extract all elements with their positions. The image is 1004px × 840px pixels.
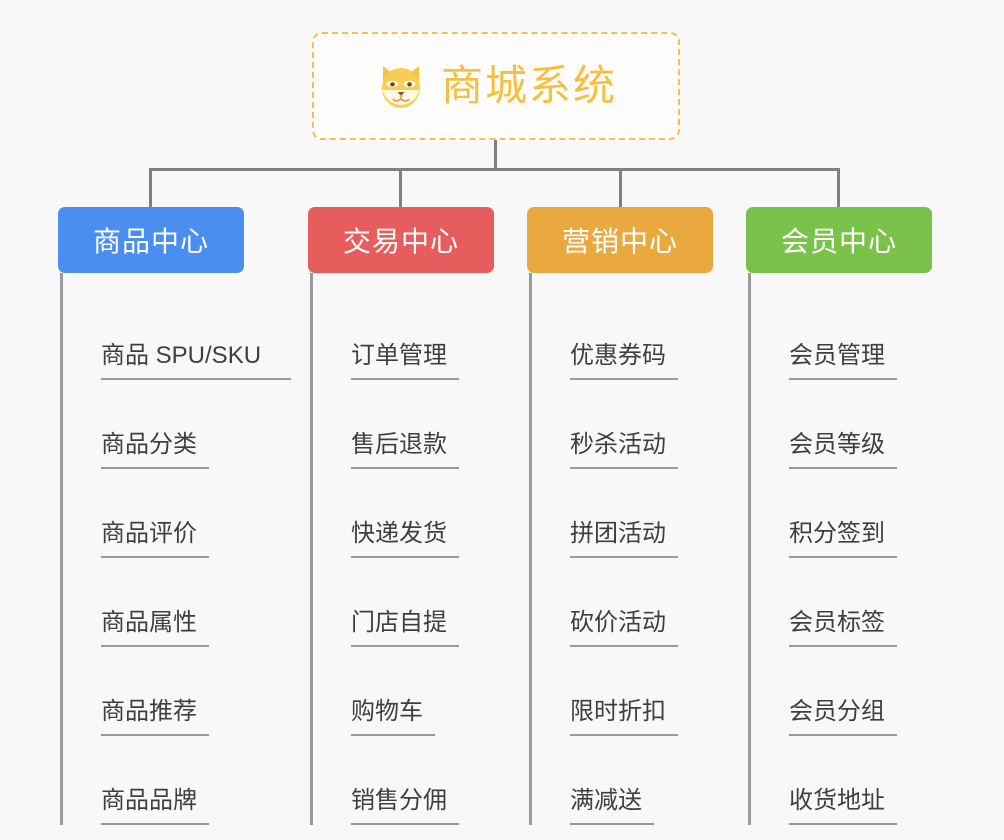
list-item[interactable]: 商品品牌 — [61, 736, 244, 825]
leaf-label: 商品属性 — [101, 609, 209, 647]
leaf-label: 收货地址 — [789, 787, 897, 825]
list-item[interactable]: 限时折扣 — [530, 647, 713, 736]
leaf-label: 快递发货 — [351, 520, 459, 558]
connector-horizontal-bus — [149, 168, 839, 171]
list-item[interactable]: 会员管理 — [749, 291, 932, 380]
list-item[interactable]: 满减送 — [530, 736, 713, 825]
list-item[interactable]: 销售分佣 — [311, 736, 494, 825]
connector-drop-product-center — [149, 168, 152, 207]
leaf-label: 商品品牌 — [101, 787, 209, 825]
connector-drop-trade-center — [399, 168, 402, 207]
branch-member-center: 会员中心 会员管理 会员等级 积分签到 会员标签 会员分组 收货地址 — [746, 207, 932, 825]
leaf-label: 门店自提 — [351, 609, 459, 647]
leaf-label: 优惠券码 — [570, 342, 678, 380]
leaf-label: 商品 SPU/SKU — [101, 342, 292, 380]
leaf-label: 秒杀活动 — [570, 431, 678, 469]
leaf-label: 购物车 — [351, 698, 435, 736]
list-item[interactable]: 会员标签 — [749, 558, 932, 647]
branch-marketing-center: 营销中心 优惠券码 秒杀活动 拼团活动 砍价活动 限时折扣 满减送 — [527, 207, 713, 825]
root-node[interactable]: 商城系统 — [312, 32, 680, 140]
root-title: 商城系统 — [440, 62, 617, 109]
list-item[interactable]: 商品推荐 — [61, 647, 244, 736]
list-item[interactable]: 门店自提 — [311, 558, 494, 647]
list-item[interactable]: 秒杀活动 — [530, 380, 713, 469]
list-item[interactable]: 快递发货 — [311, 469, 494, 558]
leaf-label: 会员管理 — [789, 342, 897, 380]
list-item[interactable]: 积分签到 — [749, 469, 932, 558]
list-item[interactable]: 售后退款 — [311, 380, 494, 469]
list-item[interactable]: 订单管理 — [311, 291, 494, 380]
leaf-label: 售后退款 — [351, 431, 459, 469]
leaf-list-trade-center: 订单管理 售后退款 快递发货 门店自提 购物车 销售分佣 — [308, 273, 494, 825]
branch-product-center: 商品中心 商品 SPU/SKU 商品分类 商品评价 商品属性 商品推荐 商品品牌 — [58, 207, 292, 825]
branch-header-member-center[interactable]: 会员中心 — [746, 207, 932, 273]
shiba-dog-face-icon — [375, 60, 427, 112]
leaf-list-marketing-center: 优惠券码 秒杀活动 拼团活动 砍价活动 限时折扣 满减送 — [527, 273, 713, 825]
list-item[interactable]: 收货地址 — [749, 736, 932, 825]
leaf-list-member-center: 会员管理 会员等级 积分签到 会员标签 会员分组 收货地址 — [746, 273, 932, 825]
list-item[interactable]: 会员等级 — [749, 380, 932, 469]
list-item[interactable]: 优惠券码 — [530, 291, 713, 380]
branch-header-trade-center[interactable]: 交易中心 — [308, 207, 494, 273]
leaf-spine — [748, 273, 751, 825]
list-item[interactable]: 拼团活动 — [530, 469, 713, 558]
branch-header-product-center[interactable]: 商品中心 — [58, 207, 244, 273]
list-item[interactable]: 商品 SPU/SKU — [61, 291, 292, 380]
leaf-spine — [310, 273, 313, 825]
list-item[interactable]: 商品属性 — [61, 558, 244, 647]
leaf-spine — [60, 273, 63, 825]
leaf-label: 销售分佣 — [351, 787, 459, 825]
list-item[interactable]: 购物车 — [311, 647, 494, 736]
list-item[interactable]: 砍价活动 — [530, 558, 713, 647]
leaf-label: 会员分组 — [789, 698, 897, 736]
list-item[interactable]: 商品分类 — [61, 380, 244, 469]
branch-trade-center: 交易中心 订单管理 售后退款 快递发货 门店自提 购物车 销售分佣 — [308, 207, 494, 825]
connector-root-stem — [494, 140, 497, 170]
leaf-label: 商品分类 — [101, 431, 209, 469]
leaf-list-product-center: 商品 SPU/SKU 商品分类 商品评价 商品属性 商品推荐 商品品牌 — [58, 273, 292, 825]
leaf-label: 满减送 — [570, 787, 654, 825]
leaf-label: 积分签到 — [789, 520, 897, 558]
leaf-spine — [529, 273, 532, 825]
leaf-label: 会员等级 — [789, 431, 897, 469]
leaf-label: 拼团活动 — [570, 520, 678, 558]
branch-header-marketing-center[interactable]: 营销中心 — [527, 207, 713, 273]
list-item[interactable]: 商品评价 — [61, 469, 244, 558]
leaf-label: 订单管理 — [351, 342, 459, 380]
leaf-label: 砍价活动 — [570, 609, 678, 647]
leaf-label: 商品评价 — [101, 520, 209, 558]
leaf-label: 会员标签 — [789, 609, 897, 647]
connector-drop-member-center — [837, 168, 840, 207]
connector-drop-marketing-center — [619, 168, 622, 207]
leaf-label: 限时折扣 — [570, 698, 678, 736]
leaf-label: 商品推荐 — [101, 698, 209, 736]
list-item[interactable]: 会员分组 — [749, 647, 932, 736]
